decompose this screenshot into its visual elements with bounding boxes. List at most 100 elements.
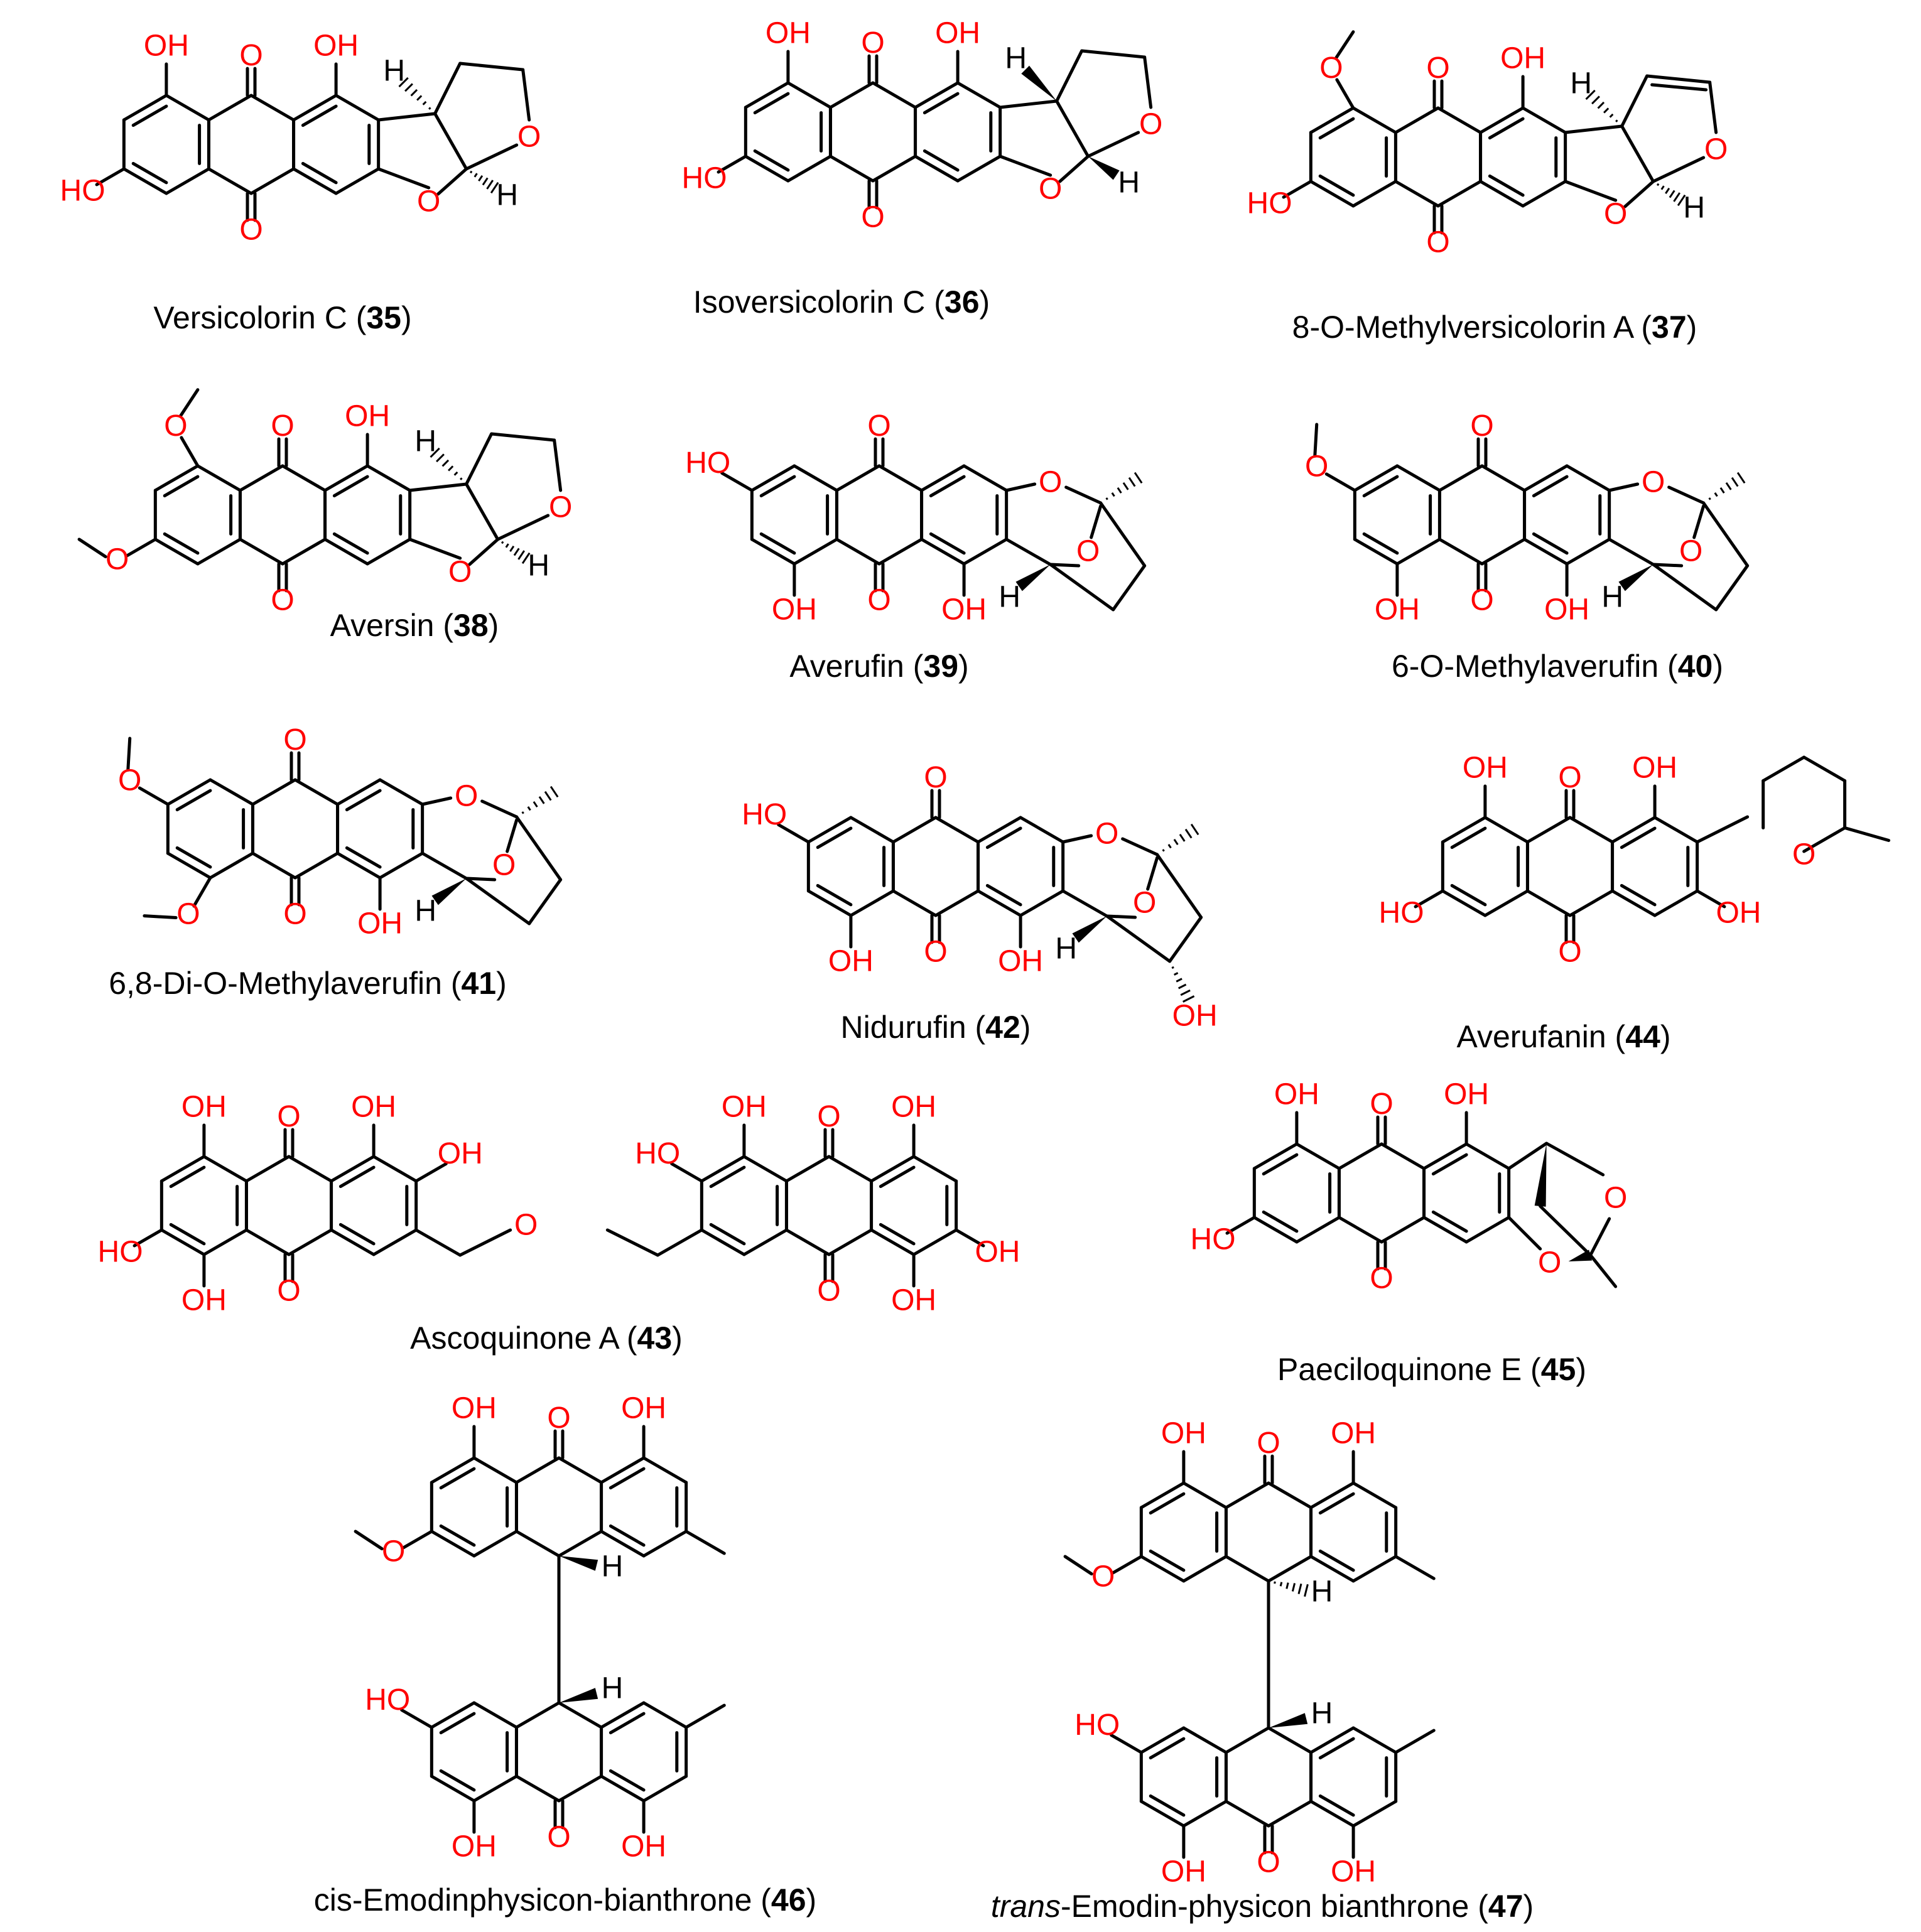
ring-bond — [962, 464, 1009, 492]
double-bond-inner — [1532, 475, 1569, 498]
double-bond-inner — [338, 1165, 376, 1189]
double-bond-inner — [759, 475, 796, 498]
furan-bond — [1620, 124, 1655, 183]
hydroxyl-label: OH — [1161, 1417, 1206, 1450]
ring-bond — [514, 1701, 561, 1729]
hydroxyl-label: OH — [621, 1830, 666, 1864]
hashed-bond — [1585, 89, 1618, 122]
double-bond-inner — [175, 789, 212, 812]
hashed-bond — [1162, 823, 1199, 852]
stereo-hydrogen: H — [1601, 581, 1623, 614]
ring-bond — [877, 537, 924, 566]
ring-bond — [1521, 106, 1567, 134]
ring-bond — [293, 851, 340, 880]
double-bond-inner — [1318, 174, 1355, 197]
ring-bond — [1267, 1555, 1313, 1583]
compound-caption-47: trans-Emodin-physicon bianthrone (47) — [991, 1889, 1534, 1924]
wedge-bond — [1021, 65, 1057, 101]
ring-bond — [1337, 1142, 1383, 1170]
double-bond-inner — [1318, 117, 1355, 140]
carbonyl-oxygen: O — [239, 213, 262, 247]
carbonyl-oxygen: O — [867, 584, 890, 617]
double-bond-inner — [609, 1769, 646, 1792]
furan-bond — [1645, 74, 1712, 84]
ring-bond — [372, 1228, 418, 1256]
ring-bond — [244, 1228, 291, 1256]
methyl-bond — [1843, 826, 1891, 842]
furan-bond — [1623, 180, 1655, 208]
ketal-oxygen: O — [1076, 535, 1100, 568]
ring-bond — [1441, 816, 1487, 844]
ring-bond — [281, 537, 327, 566]
ketal-bond — [465, 877, 531, 926]
bicycle-bond — [1589, 1217, 1611, 1257]
ketal-bond — [1652, 563, 1684, 568]
carbonyl-oxygen: O — [924, 761, 947, 794]
ring-bond — [430, 1530, 476, 1558]
ring-bond — [557, 1456, 603, 1484]
atom-label-layer: OOOHHOOHOOHHOOOHHOOHOOHHOOOHOOHOOHHOOOOO… — [60, 17, 1816, 1889]
carbonyl-oxygen: O — [547, 1401, 570, 1435]
carbonyl-oxygen: O — [924, 936, 947, 969]
double-bond-inner — [338, 1222, 376, 1246]
compound-caption-44: Averufanin (44) — [1457, 1019, 1671, 1054]
furan-bond — [468, 537, 500, 566]
hydroxyl-label: HO — [1074, 1708, 1120, 1742]
wedge-bond — [1072, 916, 1107, 943]
double-bond-inner — [923, 92, 960, 115]
methoxy-oxygen: O — [1319, 51, 1343, 85]
double-bond-inner — [879, 1222, 916, 1246]
ring-bond — [1182, 1800, 1228, 1828]
stereo-hydrogen: H — [1570, 67, 1592, 100]
stereo-hydrogen: H — [1311, 1697, 1333, 1730]
ring-bond — [238, 537, 284, 566]
ring-bond — [827, 1228, 874, 1256]
hydroxyl-label: OH — [313, 30, 359, 63]
hydroxyl-label: OH — [935, 17, 980, 50]
carbonyl-oxygen: O — [277, 1275, 300, 1308]
ring-bond — [1351, 180, 1397, 208]
ring-bond — [1393, 180, 1440, 208]
ring-bond — [1653, 816, 1699, 844]
double-bond-inner — [1318, 1794, 1355, 1817]
ring-bond — [1353, 464, 1399, 492]
substituent-bond — [1696, 815, 1750, 844]
substituent-bond — [133, 1228, 163, 1248]
ring-bond — [1267, 1800, 1313, 1828]
furan-bond — [408, 537, 462, 560]
ring-bond — [1351, 1726, 1398, 1754]
ring-bond — [334, 167, 381, 195]
methyl-bond — [143, 914, 178, 920]
carbonyl-oxygen: O — [239, 39, 262, 72]
ring-bond — [372, 1155, 418, 1183]
ring-bond — [165, 94, 210, 122]
double-bond-inner — [1149, 1737, 1186, 1760]
compound-caption-37: 8-O-Methylversicolorin A (37) — [1292, 310, 1697, 345]
double-bond-inner — [1362, 532, 1399, 555]
ring-bond — [287, 1155, 333, 1183]
ring-bond — [1653, 889, 1699, 917]
furan-bond — [433, 62, 462, 116]
bicycle-bond — [1507, 1216, 1542, 1251]
carbonyl-oxygen: O — [1370, 1087, 1393, 1121]
compound-caption-42: Nidurufin (42) — [841, 1010, 1031, 1045]
double-bond-inner — [879, 1165, 916, 1189]
furan-oxygen: O — [448, 556, 472, 589]
double-bond-inner — [1431, 1210, 1468, 1233]
ring-bond — [1761, 755, 1806, 782]
bicycle-bond — [1539, 1204, 1593, 1257]
ring-bond — [1182, 1555, 1228, 1583]
double-bond-inner — [985, 826, 1022, 850]
ring-bond — [835, 537, 881, 566]
hydroxyl-label: HO — [742, 798, 787, 831]
wedge-bond — [431, 878, 467, 905]
ether-bond — [605, 1228, 659, 1257]
double-bond-inner — [816, 826, 853, 850]
ketal-bond — [480, 799, 519, 819]
ring-bond — [1139, 1555, 1186, 1583]
substituent-bond — [1414, 889, 1444, 909]
furan-bond — [408, 482, 468, 492]
ketal-bond — [1090, 504, 1103, 539]
hydroxyl-label: OH — [1375, 593, 1420, 627]
furan-bond — [1058, 154, 1090, 183]
